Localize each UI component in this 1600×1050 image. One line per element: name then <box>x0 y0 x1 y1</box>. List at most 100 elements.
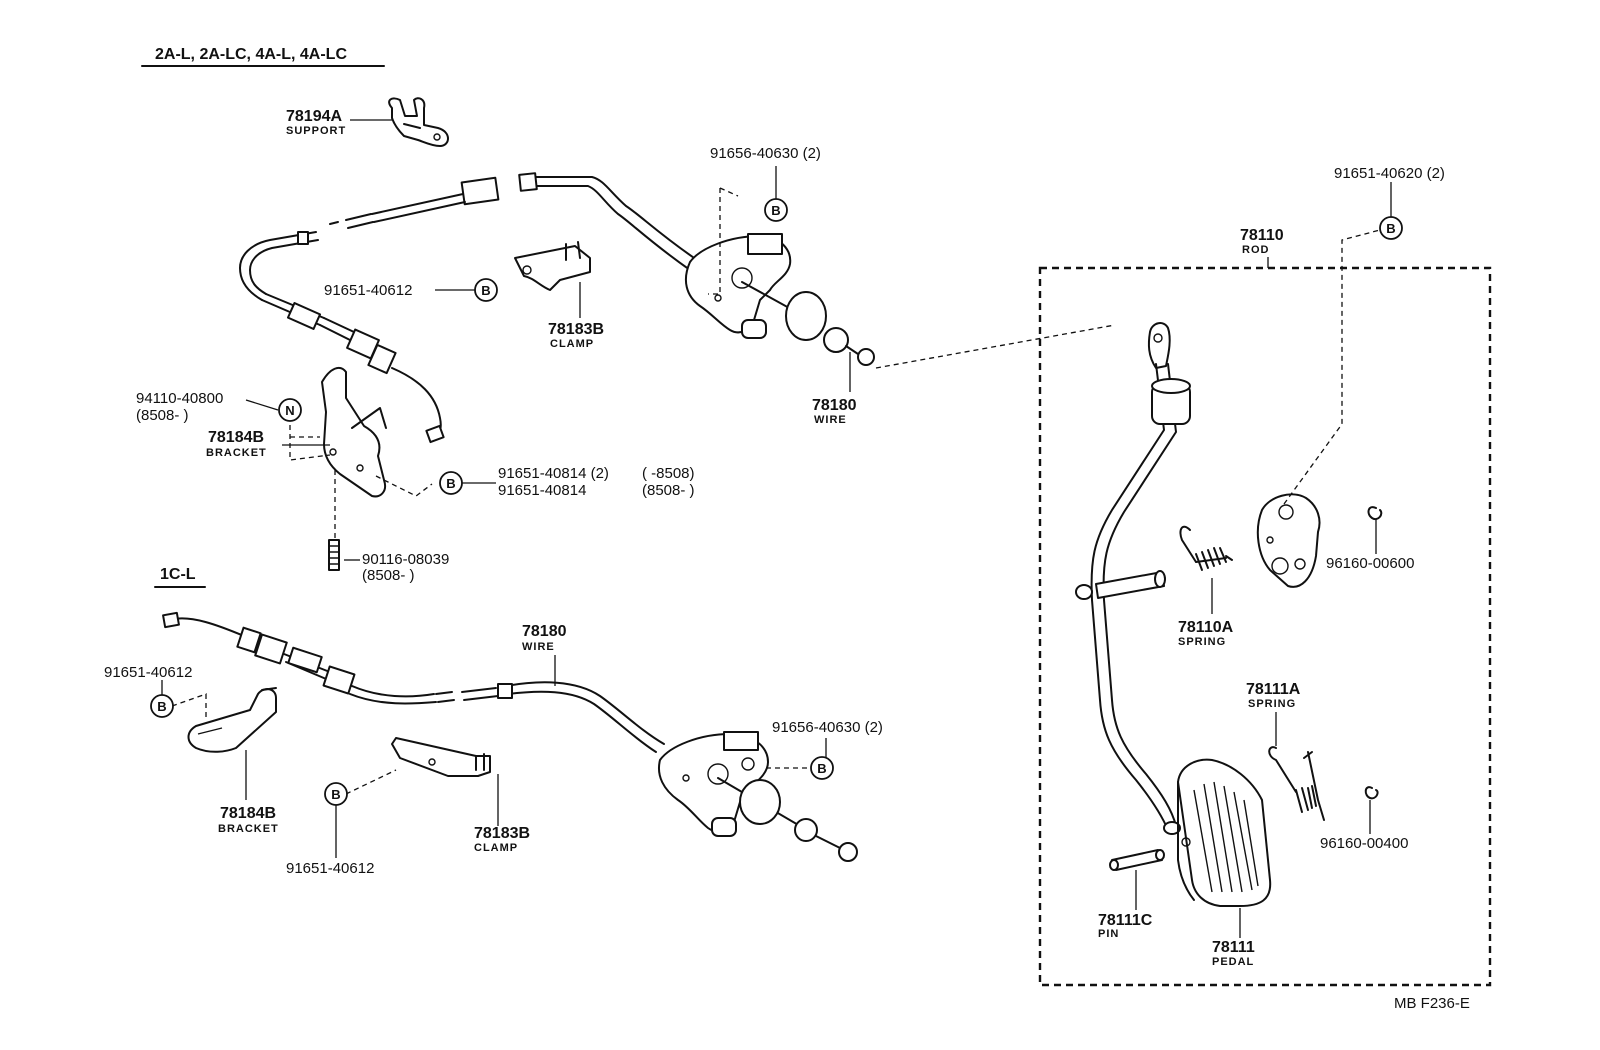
bottom-cable-ferrule <box>497 683 513 699</box>
label-bolt-91651-40814-range1: ( -8508) <box>642 465 695 482</box>
mount-plate-body <box>1256 493 1321 588</box>
bottom-cable-outer <box>505 681 665 745</box>
support-hole <box>433 133 441 141</box>
label-bolt-91651-40814-code1: 91651-40814 (2) <box>498 465 609 482</box>
top-cable-outer-right-2 <box>524 185 691 271</box>
mount-plate-hole-3 <box>1294 558 1306 570</box>
label-rod-name: ROD <box>1242 244 1269 256</box>
rod-arm-left <box>1090 363 1169 831</box>
top-mount-block <box>747 233 783 255</box>
label-bolt-91651-40620: 91651-40620 (2) <box>1334 165 1445 182</box>
rod-top-eye <box>1147 322 1171 369</box>
rod-bottom-end <box>1163 821 1181 835</box>
bracket-bottom-tab <box>261 687 277 691</box>
b-symbol-pedal-mount: B <box>1379 216 1403 240</box>
pedal-78111 <box>1177 758 1272 907</box>
stud-threads <box>329 545 339 565</box>
top-cable-sleeve <box>460 176 500 206</box>
bottom-mount-grommet <box>739 779 781 825</box>
bracket-top-flange <box>351 407 387 429</box>
label-bolt-91651-40814-range2: (8508- ) <box>642 482 695 499</box>
svg-text:B: B <box>331 787 340 802</box>
label-bolt-91651-40612-top: 91651-40612 <box>324 282 412 299</box>
bracket-78184b-bottom <box>187 687 277 753</box>
clamp-top-hole <box>522 265 532 275</box>
label-wire-top-code: 78180 <box>812 397 857 414</box>
label-support-name: SUPPORT <box>286 125 346 137</box>
clamp-top-tabs <box>565 241 581 261</box>
label-bracket-top-name: BRACKET <box>206 447 267 459</box>
mount-plate-hole-2 <box>1266 536 1274 544</box>
header-top-text: 2A-L, 2A-LC, 4A-L, 4A-LC <box>155 46 347 63</box>
pin-end <box>1109 859 1119 871</box>
leader-lines <box>161 119 1392 938</box>
spring-78111a <box>1268 746 1325 821</box>
bottom-accel-cable <box>162 611 665 753</box>
stud-shaft <box>328 539 340 571</box>
spring-a-hook <box>1179 525 1197 563</box>
clamp-78183b-top <box>514 241 591 291</box>
b-symbol-bottom-mount: B <box>810 756 834 780</box>
top-cable-inner-2 <box>373 201 466 223</box>
top-mount-hole-2 <box>714 294 722 302</box>
pedal-pad <box>1177 758 1272 907</box>
support-bracket-shape <box>388 97 449 147</box>
clip-96160-00400 <box>1364 786 1379 800</box>
support-78194a <box>388 97 449 147</box>
top-cable-end-1 <box>345 213 374 229</box>
top-cable-mount <box>684 233 875 366</box>
label-bracket-top-code: 78184B <box>208 429 264 446</box>
b-symbol-top-clamp: B <box>474 278 498 302</box>
bottom-mount-stud <box>711 817 737 837</box>
spring-b-coils <box>1295 785 1317 813</box>
label-bolt-91651-40612-bm: 91651-40612 <box>286 860 374 877</box>
label-clamp-bottom-name: CLAMP <box>474 842 518 854</box>
bracket-top-hole <box>329 448 337 456</box>
pin-end-2 <box>1155 849 1165 861</box>
label-wire-bottom-code: 78180 <box>522 623 567 640</box>
top-accel-cable <box>239 172 701 444</box>
mount-plate-hole <box>1278 504 1294 520</box>
label-pin-name: PIN <box>1098 928 1119 940</box>
bracket-top-body <box>321 366 386 498</box>
svg-text:N: N <box>285 403 294 418</box>
bottom-cable-adjuster <box>254 633 288 665</box>
bracket-78184b-top <box>321 366 387 498</box>
top-cable-sleeve-2 <box>518 172 538 192</box>
rod-pivot-shaft <box>1095 571 1165 599</box>
bracket-bottom-body <box>187 688 277 753</box>
pin-78111c <box>1109 849 1165 871</box>
label-stud-code: 90116-08039 <box>362 551 449 568</box>
label-stud-range: (8508- ) <box>362 567 415 584</box>
bottom-mount-hole-3 <box>741 757 755 771</box>
rod-bushing-top <box>1151 378 1191 394</box>
header-top-engines: 2A-L, 2A-LC, 4A-L, 4A-LC <box>141 46 385 67</box>
top-cable-nut <box>367 343 397 375</box>
support-fold-line <box>403 123 421 129</box>
pedal-ribs <box>1193 781 1259 893</box>
bottom-cable-nut <box>236 626 262 654</box>
label-clamp-top-name: CLAMP <box>550 338 594 350</box>
bottom-dashed-guides <box>171 693 810 795</box>
clip-400-ring <box>1364 786 1379 800</box>
label-clamp-bottom-code: 78183B <box>474 825 530 842</box>
top-cable-inner-1 <box>371 193 464 215</box>
b-symbol-bottom-clamp: B <box>324 782 348 806</box>
footer-reference: MB F236-E <box>1394 995 1470 1012</box>
top-cable-lower-2 <box>319 317 355 341</box>
bottom-cable-inner-2 <box>461 687 499 701</box>
clip-96160-00600 <box>1367 506 1383 520</box>
label-support-code: 78194A <box>286 108 342 125</box>
bottom-mount-washer <box>794 818 818 842</box>
svg-text:B: B <box>817 761 826 776</box>
bottom-cable-outer-2 <box>507 690 657 753</box>
pin-body <box>1111 849 1163 871</box>
rod-pivot-end <box>1075 584 1093 600</box>
top-dashed-guides <box>289 187 1116 540</box>
top-cable-sleeve-3 <box>286 301 322 331</box>
bottom-cable-end-plug <box>162 611 180 629</box>
top-mount-hole <box>731 267 753 289</box>
mount-plate-hole-4 <box>1271 557 1289 575</box>
top-cable-loop-inner <box>249 239 319 295</box>
bottom-cable-start <box>169 617 245 637</box>
